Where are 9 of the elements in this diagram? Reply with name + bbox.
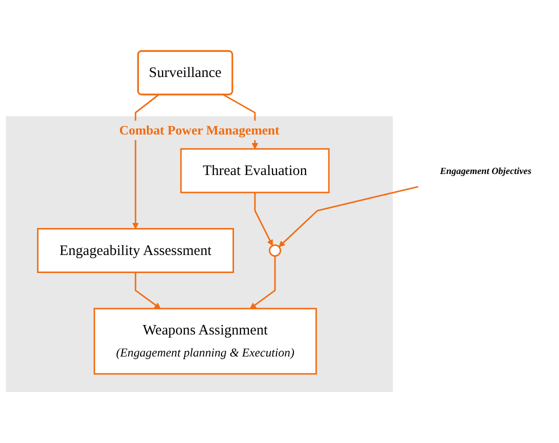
arrow <box>254 192 273 246</box>
node-circle <box>268 244 282 257</box>
arrow <box>134 272 161 309</box>
node-box: Engageability Assessment <box>37 228 234 274</box>
arrow <box>278 186 418 248</box>
arrow <box>250 256 276 309</box>
node-box: Threat Evaluation <box>180 148 330 194</box>
node-text: Engagement Objectives <box>440 165 532 176</box>
node-box: Weapons Assignment (Engagement planning & Execution) <box>94 308 317 375</box>
